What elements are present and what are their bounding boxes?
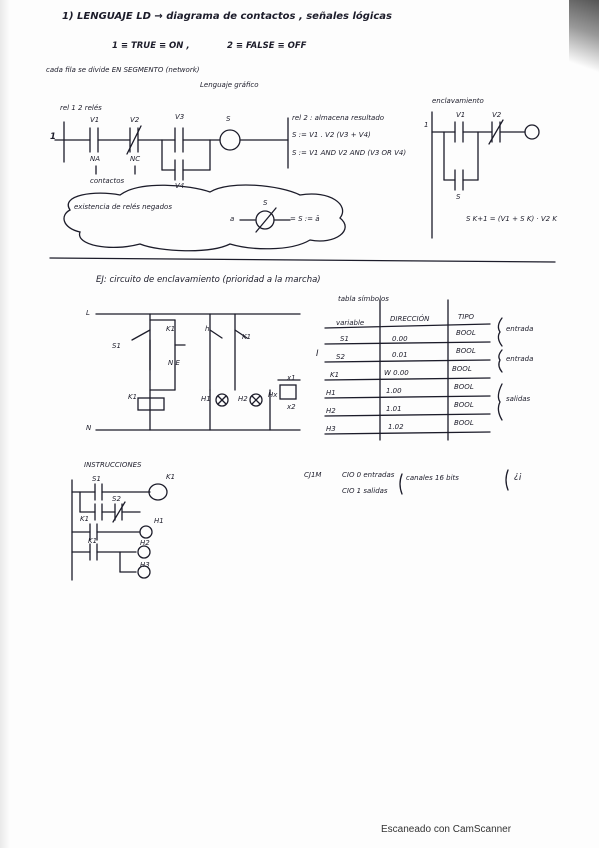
latch-one: 1 <box>424 121 429 129</box>
ladder1-equation-2: S := V1 AND V2 AND (V3 OR V4) <box>292 149 407 157</box>
table-row-6-type: BOOL <box>454 419 474 427</box>
page-edge-shadow <box>0 0 10 848</box>
latch-title: enclavamiento <box>432 97 484 105</box>
ladder1-rel-label: rel 1 2 relés <box>60 104 102 112</box>
symbol-table-header-variable: variable <box>336 319 365 327</box>
cpu-line-1: CIO 0 entradas <box>342 471 395 479</box>
symbol-table-roman: I <box>316 349 319 359</box>
circuit-k1-coil: K1 <box>128 393 138 401</box>
latch-s: S <box>456 193 461 201</box>
ladder1-nc: NC <box>130 155 141 163</box>
circuit-hx: Hx <box>268 391 278 399</box>
ladder1-equation-1: S := V1 . V2 (V3 + V4) <box>292 131 371 139</box>
header-subtitle-1: cada fila se divide EN SEGMENTO (network… <box>46 66 200 74</box>
table-row-1-var: S1 <box>340 335 349 343</box>
page-fold-shadow <box>569 0 599 80</box>
table-row-5-dir: 1.01 <box>386 405 402 413</box>
table-row-2-type: BOOL <box>456 347 476 355</box>
instr-k1-a: K1 <box>80 515 90 523</box>
circuit-s1: S1 <box>112 342 121 350</box>
instr-coil-h2: H2 <box>140 539 150 547</box>
cloud-a: a <box>230 215 235 223</box>
table-row-3-type: BOOL <box>452 365 472 373</box>
instr-k1-b: K1 <box>88 537 98 545</box>
symbol-table-header-tipo: TIPO <box>458 313 475 321</box>
ladder1-v3: V3 <box>175 113 185 121</box>
cpu-question: ¿¡ <box>514 471 522 481</box>
ladder1-v2: V2 <box>130 116 140 124</box>
ladder1-rel2-label: rel 2 : almacena resultado <box>292 114 385 122</box>
circuit-h: h <box>205 325 210 333</box>
circuit-k1-right: K1 <box>242 333 252 341</box>
ladder1-v4: V4 <box>175 182 185 190</box>
header-false-off: 2 ≡ FALSE ≡ OFF <box>227 41 307 51</box>
table-row-4-dir: 1.00 <box>386 387 402 395</box>
table-row-4-var: H1 <box>326 389 336 397</box>
cpu-model: CJ1M <box>304 471 322 479</box>
circuit-x1: x1 <box>287 374 296 382</box>
circuit-line-n: N <box>86 424 92 432</box>
instruction-title: INSTRUCCIONES <box>84 461 142 469</box>
instr-s1: S1 <box>92 475 101 483</box>
table-row-5-type: BOOL <box>454 401 474 409</box>
table-row-2-dir: 0.01 <box>392 351 408 359</box>
instr-coil-k1: K1 <box>166 473 176 481</box>
table-row-6-var: H3 <box>326 425 336 433</box>
circuit-h2: H2 <box>238 395 248 403</box>
table-row-2-var: S2 <box>336 353 345 361</box>
ladder1-rail-one: 1 <box>50 132 56 142</box>
circuit-ne: N E <box>168 359 180 367</box>
table-row-1-dir: 0.00 <box>392 335 408 343</box>
latch-v1: V1 <box>456 111 466 119</box>
group-outputs-label: salidas <box>506 395 531 403</box>
circuit-h1: H1 <box>201 395 211 403</box>
symbol-table-title: tabla símbolos <box>338 295 389 303</box>
circuit-x2: x2 <box>287 403 296 411</box>
camscanner-footer: Escaneado con CamScanner <box>381 824 512 835</box>
circuit-k1-contact: K1 <box>166 325 176 333</box>
ladder1-contacts: contactos <box>90 177 125 185</box>
table-row-5-var: H2 <box>326 407 336 415</box>
ladder1-na: NA <box>90 155 101 163</box>
circuit-line-l: L <box>86 309 90 317</box>
cpu-line-2: CIO 1 salidas <box>342 487 388 495</box>
table-row-3-var: K1 <box>330 371 340 379</box>
ladder1-v1: V1 <box>90 116 100 124</box>
table-row-1-type: BOOL <box>456 329 476 337</box>
instr-s2: S2 <box>112 495 121 503</box>
group-inputs-label: entrada <box>506 325 534 333</box>
cpu-brace-note: canales 16 bits <box>406 474 459 482</box>
table-row-6-dir: 1.02 <box>388 423 404 431</box>
group-inputs2-label: entrada <box>506 355 534 363</box>
table-row-4-type: BOOL <box>454 383 474 391</box>
cloud-text: existencia de relés negados <box>74 203 172 211</box>
header-true-on: 1 ≡ TRUE ≡ ON , <box>112 41 190 51</box>
latch-equation: S K+1 = (V1 + S K) · V2 K <box>466 215 557 223</box>
cloud-s: S <box>263 199 268 207</box>
example-title: EJ: circuito de enclavamiento (prioridad… <box>96 275 321 285</box>
header-subtitle-2: Lenguaje gráfico <box>200 81 259 89</box>
instr-coil-h3: H3 <box>140 561 150 569</box>
cloud-equation: = S := ā <box>290 215 320 223</box>
table-row-3-dir: W 0.00 <box>384 369 409 377</box>
latch-v2: V2 <box>492 111 502 119</box>
symbol-table-header-direccion: DIRECCIÓN <box>390 315 430 323</box>
header-title: 1) LENGUAJE LD → diagrama de contactos ,… <box>62 11 392 22</box>
ladder1-coil-s: S <box>226 115 231 123</box>
instr-coil-h1: H1 <box>154 517 164 525</box>
